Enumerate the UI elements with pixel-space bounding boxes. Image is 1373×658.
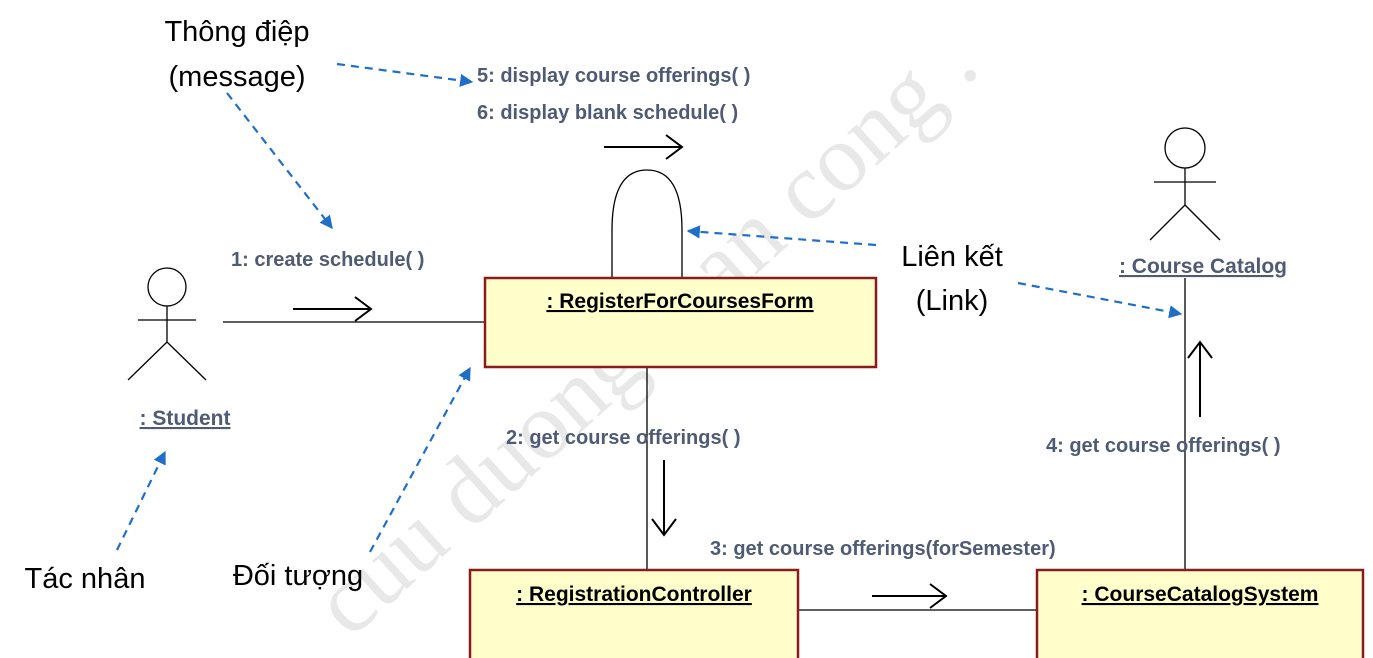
message-6-label: 6: display blank schedule( ) <box>477 102 738 124</box>
actor-course-catalog-label: : Course Catalog <box>1119 255 1287 278</box>
annotation-message-line2: (message) <box>169 61 306 93</box>
object-register-form: : RegisterForCoursesForm <box>483 276 878 369</box>
object-register-form-label: : RegisterForCoursesForm <box>546 290 813 313</box>
annotation-actor: Tác nhân <box>25 563 146 595</box>
message-arrow-5-6 <box>604 134 684 160</box>
message-2-label: 2: get course offerings( ) <box>506 427 740 449</box>
actor-student: : Student <box>127 267 231 430</box>
object-course-catalog-system-label: : CourseCatalogSystem <box>1082 583 1319 606</box>
self-link-form <box>611 169 683 278</box>
annotation-arrow-actor-to-student <box>116 450 166 551</box>
annotation-arrow-message-to-m5 <box>336 62 474 87</box>
actor-course-catalog: : Course Catalog <box>1119 127 1287 278</box>
annotation-arrow-link-to-self <box>686 225 877 247</box>
message-arrow-2 <box>651 460 677 537</box>
message-1-label: 1: create schedule( ) <box>231 249 424 271</box>
message-3-label: 3: get course offerings(forSemester) <box>710 538 1056 560</box>
annotation-link-line2: (Link) <box>916 285 989 317</box>
message-5-label: 5: display course offerings( ) <box>477 65 750 87</box>
annotation-link-line1: Liên kết <box>901 241 1003 273</box>
object-registration-controller: : RegistrationController <box>468 568 800 658</box>
annotation-object: Đối tượng <box>233 560 363 592</box>
message-arrow-3 <box>872 583 948 609</box>
message-4-label: 4: get course offerings( ) <box>1046 435 1280 457</box>
object-registration-controller-label: : RegistrationController <box>516 583 752 606</box>
message-arrow-1 <box>293 296 373 322</box>
object-course-catalog-system: : CourseCatalogSystem <box>1035 568 1365 658</box>
annotation-message-line1: Thông điệp <box>164 16 309 48</box>
annotation-arrow-object-to-form <box>369 366 471 553</box>
annotation-arrow-message-to-m1 <box>226 92 333 230</box>
actor-student-label: : Student <box>140 407 231 430</box>
annotation-arrow-link-to-catalog <box>1017 281 1183 319</box>
message-arrow-4 <box>1187 340 1213 417</box>
